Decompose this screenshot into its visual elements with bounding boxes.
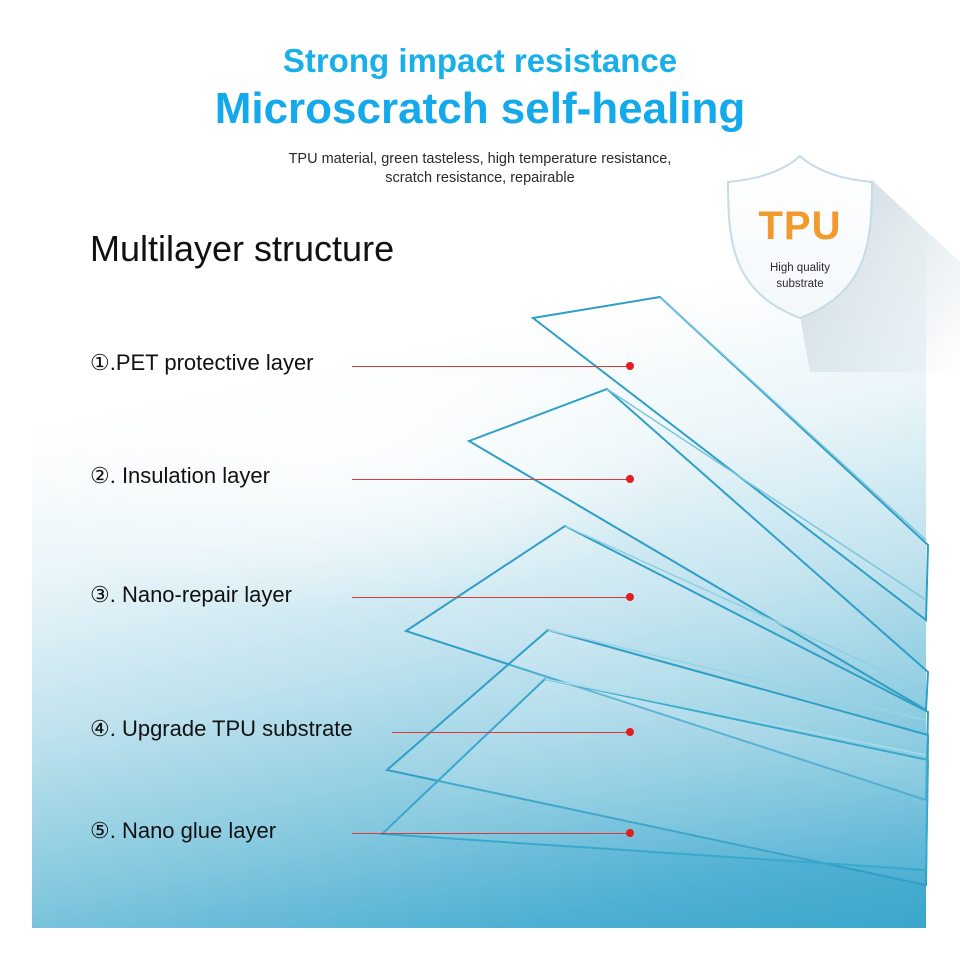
leader-dot-nano-glue [626, 829, 634, 837]
description: TPU material, green tasteless, high temp… [0, 150, 960, 188]
layer-label-nano-repair: ③. Nano-repair layer [90, 582, 292, 607]
badge-subtitle-line-1: High quality [769, 262, 831, 274]
leader-line-nano-repair [352, 597, 630, 598]
sheet-nano-glue-layer [379, 677, 930, 872]
sheet-nano-repair-edge [564, 525, 927, 691]
tpu-badge: TPU High quality substrate [720, 152, 960, 372]
layer-label-tpu-substrate: ④. Upgrade TPU substrate [90, 716, 353, 741]
shield-icon [726, 154, 960, 372]
leader-dot-pet [626, 362, 634, 370]
description-line-2: scratch resistance, repairable [385, 170, 575, 186]
badge-subtitle-line-2: substrate [776, 278, 824, 290]
sheet-pet-layer [530, 295, 930, 622]
leader-line-pet [352, 366, 630, 367]
leader-dot-tpu-substrate [626, 728, 634, 736]
sheet-nano-glue-edge [544, 678, 927, 756]
sheet-insulation-edge [606, 388, 927, 601]
badge-subtitle: High quality substrate [720, 260, 880, 292]
leader-dot-insulation [626, 475, 634, 483]
leader-line-tpu-substrate [392, 732, 630, 733]
headline-secondary: Microscratch self-healing [214, 84, 746, 133]
leader-line-insulation [352, 479, 630, 480]
leader-dot-nano-repair [626, 593, 634, 601]
sheet-pet-edge [659, 296, 927, 541]
section-title: Multilayer structure [90, 228, 395, 269]
layer-label-pet: ①.PET protective layer [90, 350, 314, 375]
description-line-1: TPU material, green tasteless, high temp… [288, 151, 672, 167]
layer-label-nano-glue: ⑤. Nano glue layer [90, 818, 277, 843]
sheet-tpu-substrate-edge [547, 629, 927, 721]
layer-label-insulation: ②. Insulation layer [90, 463, 270, 488]
headline-primary: Strong impact resistance [282, 42, 678, 79]
leader-line-nano-glue [352, 833, 630, 834]
badge-title: TPU [758, 204, 842, 248]
